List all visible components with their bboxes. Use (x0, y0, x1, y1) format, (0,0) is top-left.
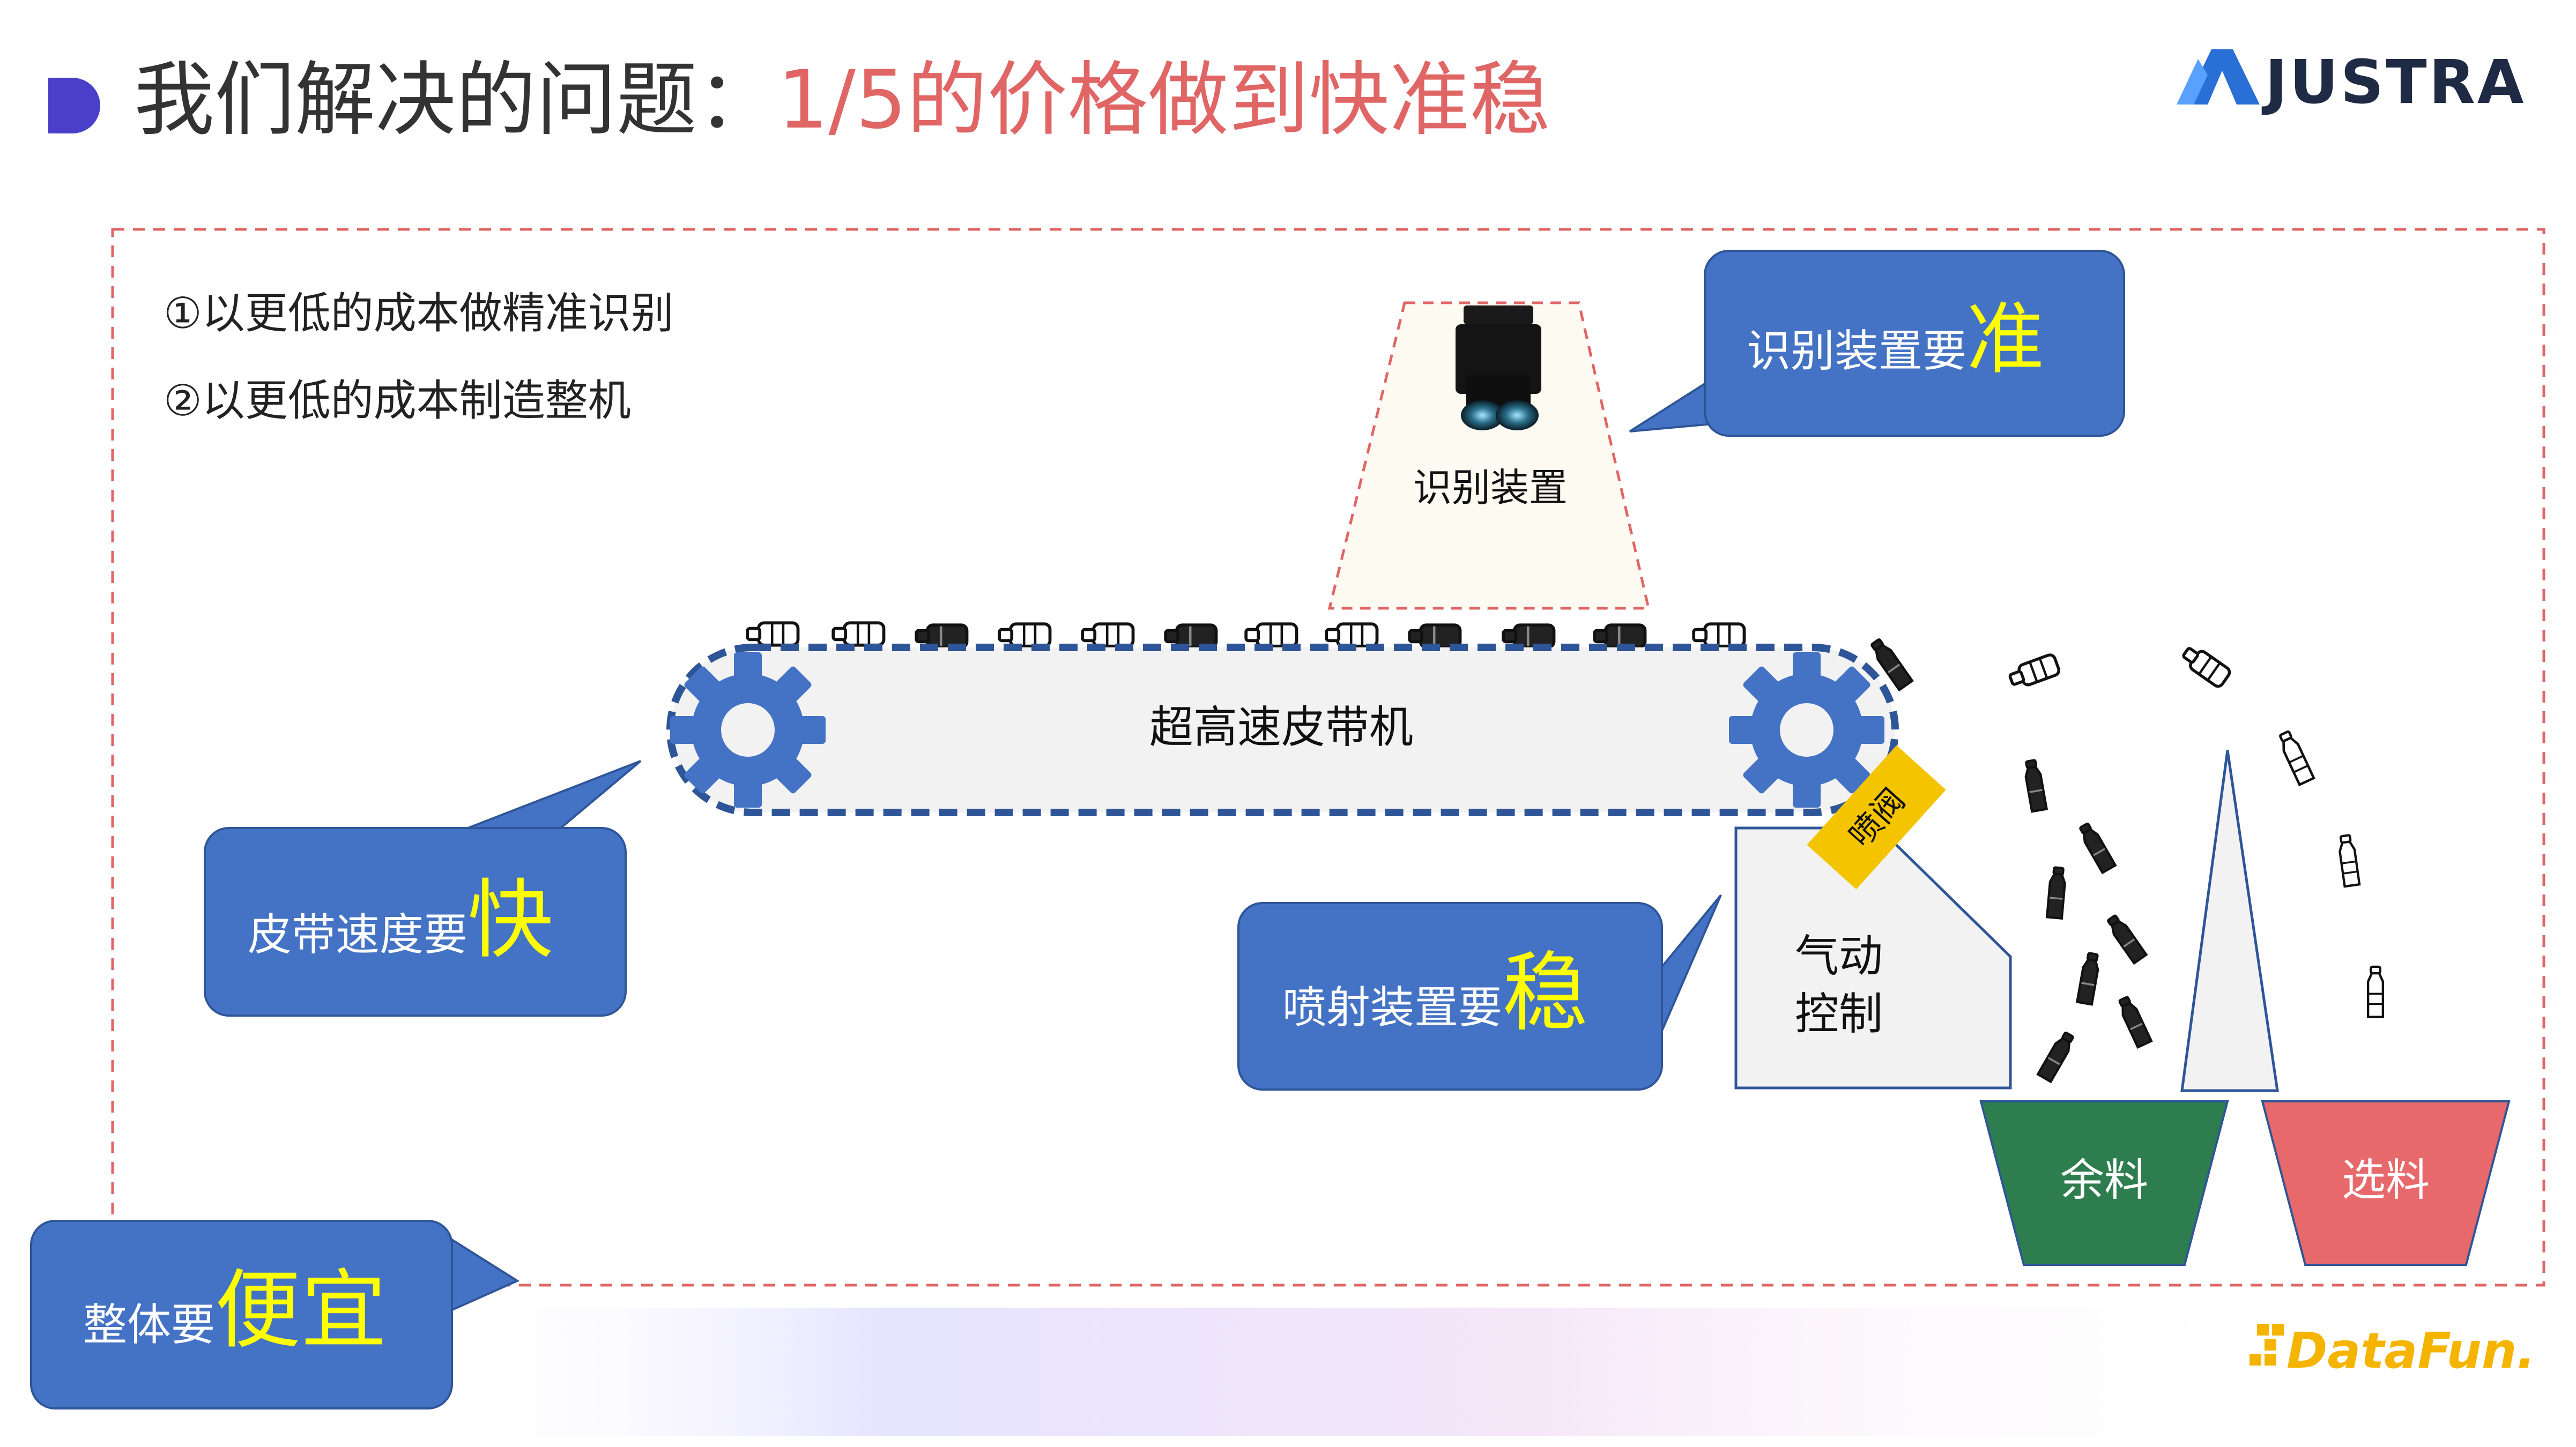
separator-cone (2180, 750, 2279, 1092)
callout-belt-text: 皮带速度要 (248, 909, 467, 960)
bottle-icon (2105, 914, 2146, 964)
selected-bin-label: 选料 (2342, 1155, 2430, 1206)
bottle-icon (1246, 624, 1296, 646)
callout-spray: 喷射装置要稳 (1237, 894, 1722, 1091)
title-prefix: 我们解决的问题： (134, 54, 777, 147)
callout-overall-emph: 便宜 (215, 1260, 387, 1360)
justra-logo-text: JUSTRA (2261, 48, 2526, 117)
callout-recognition-emph: 准 (1966, 294, 2044, 385)
bottle-icon (1326, 624, 1377, 646)
bottle-icon (999, 624, 1050, 646)
bottle-icon (2117, 996, 2151, 1048)
bottle-icon (747, 623, 798, 645)
bottle-icon (1694, 624, 1744, 646)
title-highlight: 1/5的价格做到快准稳 (777, 54, 1550, 147)
residual-bin (1979, 1100, 2229, 1266)
scope-frame (111, 228, 2545, 1287)
conveyor-belt (666, 644, 1899, 816)
callout-spray-emph: 稳 (1502, 943, 1588, 1043)
justra-logo-mark-icon (2185, 49, 2260, 105)
callout-spray-text: 喷射装置要 (1282, 982, 1502, 1033)
bottles-on-belt (747, 623, 1744, 647)
callout-recognition-text: 识别装置要 (1747, 326, 1966, 377)
camera-field-of-view (1327, 301, 1651, 610)
callout-recognition: 识别装置要准 (1629, 250, 2125, 437)
callout-overall-text: 整体要 (83, 1300, 215, 1351)
selected-bin (2261, 1100, 2511, 1266)
callout-overall: 整体要便宜 (30, 1220, 520, 1409)
residual-bin-label: 余料 (2060, 1155, 2148, 1206)
camera-label: 识别装置 (1413, 465, 1568, 510)
bottle-icon (2180, 643, 2232, 688)
svg-text:我们解决的问题：1/5的价格做到快准稳: 我们解决的问题：1/5的价格做到快准稳 (134, 54, 1550, 147)
svg-text:喷射装置要稳: 喷射装置要稳 (1282, 943, 1588, 1043)
bottle-icon (2008, 653, 2060, 690)
gear-icon (1729, 652, 1884, 808)
svg-text:皮带速度要快: 皮带速度要快 (248, 870, 553, 970)
justra-logo: JUSTRA (2177, 48, 2526, 117)
bottle-icon (2038, 1031, 2076, 1081)
title-bullet-icon (48, 78, 100, 133)
svg-text:整体要便宜: 整体要便宜 (83, 1260, 387, 1360)
goal-item: ②以更低的成本制造整机 (164, 376, 631, 426)
footer-glow (418, 1308, 2295, 1436)
datafun-logo-text: DataFun. (2287, 1322, 2536, 1379)
control-label-line1: 气动 (1795, 931, 1883, 982)
bottle-icon (2047, 867, 2066, 919)
bottle-icon (2338, 835, 2359, 887)
camera-icon (1456, 305, 1541, 430)
bottle-icon (833, 623, 884, 645)
bottle-icon (2077, 952, 2100, 1004)
goal-item: ①以更低的成本做精准识别 (164, 288, 674, 338)
callout-belt: 皮带速度要快 (204, 760, 642, 1017)
callout-belt-emph: 快 (467, 870, 553, 970)
bottle-icon (2277, 730, 2313, 785)
bottle-icon (2368, 967, 2383, 1017)
bottle-icon (2077, 822, 2115, 872)
datafun-logo-mark-icon (2250, 1324, 2284, 1366)
bottle-icon (1082, 624, 1133, 646)
gear-icon (670, 652, 826, 808)
svg-text:识别装置要准: 识别装置要准 (1747, 294, 2044, 385)
datafun-logo: DataFun. (2250, 1322, 2536, 1379)
bottle-icon (2023, 759, 2047, 811)
control-label-line2: 控制 (1795, 989, 1883, 1040)
belt-label: 超高速皮带机 (1149, 702, 1413, 753)
